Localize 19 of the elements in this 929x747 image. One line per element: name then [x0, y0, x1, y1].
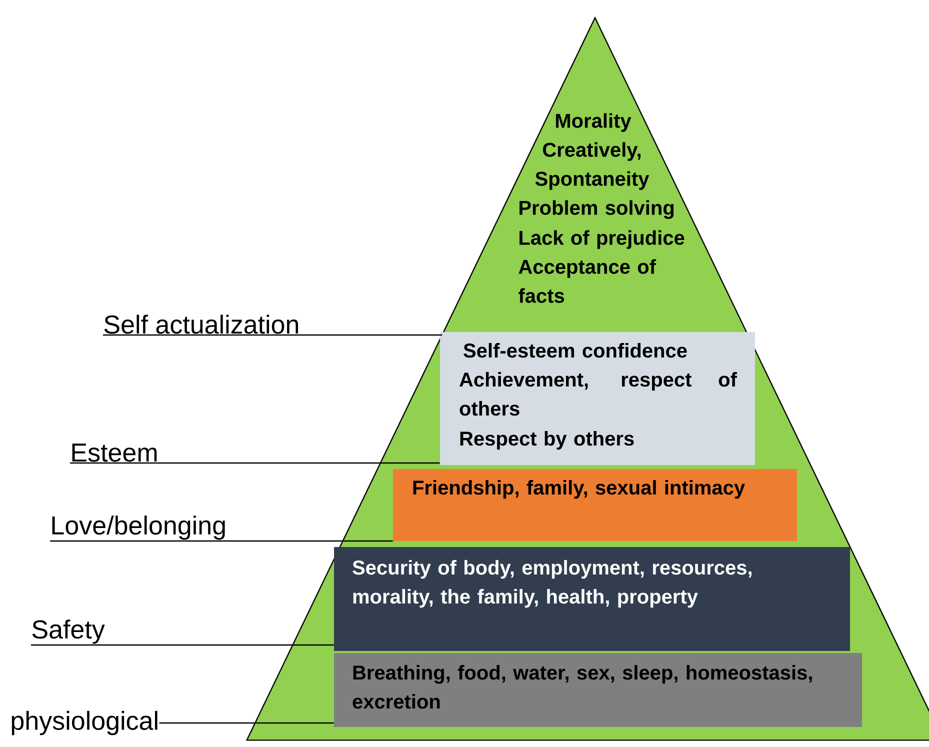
- level-label: Love/belonging: [52, 516, 225, 540]
- leader-line: [50, 540, 393, 542]
- level-box: Self-esteem confidence Achievement, respect of others Respect by others: [440, 332, 755, 465]
- level-label: physiological: [12, 710, 158, 736]
- level-box: Security of body, employment, resources, morality, the family, health, property: [334, 547, 850, 651]
- leader-line: [103, 334, 442, 336]
- leader-line: [31, 644, 334, 646]
- level-label: Self actualization: [104, 314, 298, 334]
- level-box: Breathing, food, water, sex, sleep, homeostasis, excretion: [334, 653, 862, 727]
- level-label: Safety: [32, 620, 105, 644]
- pyramid-text: Creatively, Spontaneity: [535, 142, 650, 190]
- pyramid-text: Lack of prejudice: [520, 230, 684, 249]
- pyramid-text: Morality: [556, 113, 632, 132]
- pyramid-text: Problem solving: [520, 200, 674, 219]
- level-label: Esteem: [72, 444, 157, 462]
- pyramid-text: Acceptance of facts: [518, 259, 656, 303]
- level-box: Friendship, family, sexual intimacy: [393, 469, 797, 541]
- leader-line: [159, 722, 334, 724]
- leader-line: [70, 462, 440, 464]
